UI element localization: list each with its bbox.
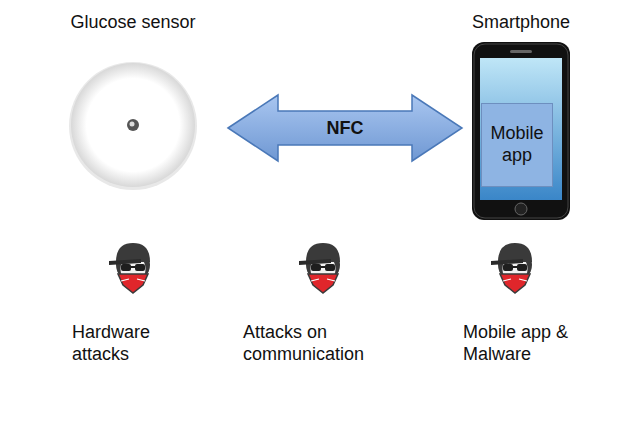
attack-label: Mobile app & Malware [463, 322, 583, 365]
app-box: Mobile app [481, 103, 553, 187]
box-text: Mobile app [482, 123, 552, 166]
sensor-shape [53, 12, 213, 212]
hacker-icon [491, 243, 532, 293]
sensor-node: Glucose sensor [53, 12, 213, 212]
nfc-arrow [228, 95, 462, 161]
attack-label: Hardware attacks [72, 322, 177, 365]
hacker-icon [299, 243, 340, 293]
attack-label: Attacks on communication [243, 322, 378, 365]
smartphone-node: SmartphoneMobile app [472, 12, 570, 220]
node-heading: Glucose sensor [33, 12, 233, 34]
node-heading: Smartphone [452, 12, 590, 34]
edge-label: NFC [327, 118, 364, 139]
hacker-icon [109, 243, 150, 293]
